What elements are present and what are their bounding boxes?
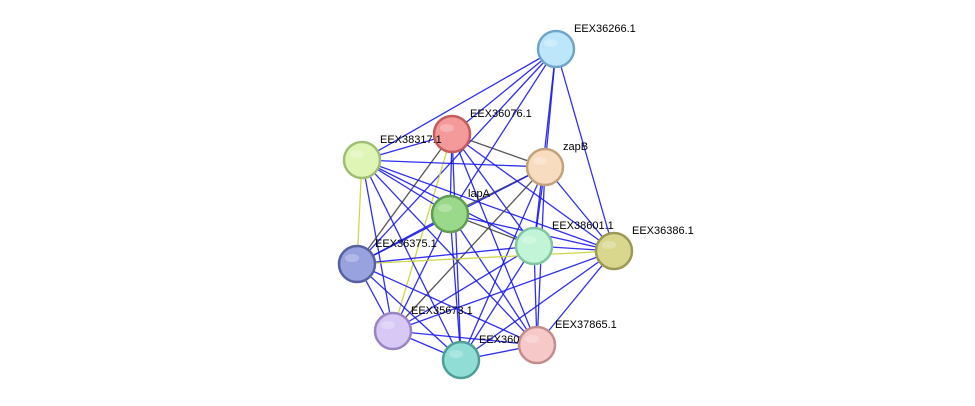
edge-EEX36386-EEX37865 [536,250,615,346]
edge-EEX36076-EEX36375 [356,133,453,265]
node-EEX37865[interactable] [517,325,557,365]
edge-lapA-EEX35673 [392,213,451,332]
node-label-lapA: lapA [468,188,491,200]
node-highlight-EEX38601 [522,236,536,244]
edge-EEX36076-EEX37865 [451,133,538,346]
node-EEX38317[interactable] [342,140,382,180]
node-circle-EEX36386[interactable] [594,231,634,271]
edge-EEX35673-EEX37865 [392,330,538,346]
edge-EEX36375-EEX37865 [356,263,538,346]
edge-EEX36266-EEX36375 [356,48,557,265]
edge-EEX36266-EEX36386 [555,48,615,252]
node-highlight-EEX36386 [602,241,616,249]
node-circle-EEX38317[interactable] [342,140,382,180]
node-EEX36386[interactable] [594,231,634,271]
edge-EEX36266-lapA [449,48,557,215]
node-label-EEX38317: EEX38317.1 [380,134,442,146]
node-label-EEX36375: EEX36375.1 [375,238,437,250]
node-EEX36076[interactable] [432,114,472,154]
edge-lapA-EEX360 [449,213,462,361]
node-label-EEX35673: EEX35673.1 [411,305,473,317]
node-lapA[interactable] [430,194,470,234]
edge-EEX38317-EEX37865 [361,159,538,346]
node-highlight-EEX36375 [345,254,359,262]
edge-EEX38601-EEX36375 [356,245,535,265]
edge-EEX38317-zapB [361,159,546,168]
edge-EEX36076-EEX36386 [451,133,615,252]
node-EEX35673[interactable] [373,311,413,351]
node-circle-EEX35673[interactable] [373,311,413,351]
node-circle-lapA[interactable] [430,194,470,234]
node-EEX36375[interactable] [337,244,377,284]
node-EEX38601[interactable] [514,226,554,266]
edge-EEX36266-EEX36076 [451,48,557,135]
nodes-layer [337,29,634,380]
node-circle-EEX38601[interactable] [514,226,554,266]
node-label-EEX36076: EEX36076.1 [470,108,532,120]
edge-lapA-EEX37865 [449,213,538,346]
node-circle-zapB[interactable] [525,147,565,187]
node-zapB[interactable] [525,147,565,187]
node-highlight-lapA [438,204,452,212]
edge-EEX36386-EEX35673 [392,250,615,332]
node-label-EEX36266: EEX36266.1 [574,23,636,35]
edge-EEX38317-EEX360 [361,159,462,361]
node-highlight-EEX37865 [525,335,539,343]
node-circle-EEX36375[interactable] [337,244,377,284]
node-circle-EEX37865[interactable] [517,325,557,365]
edge-EEX38317-EEX36386 [361,159,615,252]
node-highlight-EEX35673 [381,321,395,329]
edge-EEX38601-EEX35673 [392,245,535,332]
node-highlight-EEX36076 [440,124,454,132]
node-EEX36266[interactable] [536,29,576,69]
edge-EEX38317-EEX35673 [361,159,394,332]
edge-EEX36266-EEX38317 [361,48,557,161]
node-label-EEX38601: EEX38601.1 [552,220,614,232]
edge-EEX38601-EEX360 [460,245,535,361]
node-highlight-EEX38317 [350,150,364,158]
node-circle-EEX36076[interactable] [432,114,472,154]
node-highlight-zapB [533,157,547,165]
node-label-zapB: zapB [563,141,588,153]
node-circle-EEX36266[interactable] [536,29,576,69]
node-label-EEX36386: EEX36386.1 [632,225,694,237]
edge-EEX36386-EEX36375 [356,250,615,265]
edge-EEX36076-EEX38601 [451,133,535,247]
node-label-EEX360: EEX360 [479,334,519,346]
node-EEX360[interactable] [441,340,481,380]
edge-EEX36266-EEX38601 [533,48,557,247]
edge-EEX36076-EEX360 [451,133,462,361]
node-circle-EEX360[interactable] [441,340,481,380]
node-label-EEX37865: EEX37865.1 [555,319,617,331]
edge-zapB-EEX360 [460,166,546,361]
node-highlight-EEX360 [449,350,463,358]
node-highlight-EEX36266 [544,39,558,47]
edge-EEX36386-EEX360 [460,250,615,361]
edge-EEX36375-EEX360 [356,263,462,361]
edge-EEX36076-EEX35673 [392,133,453,332]
edge-zapB-EEX35673 [392,166,546,332]
